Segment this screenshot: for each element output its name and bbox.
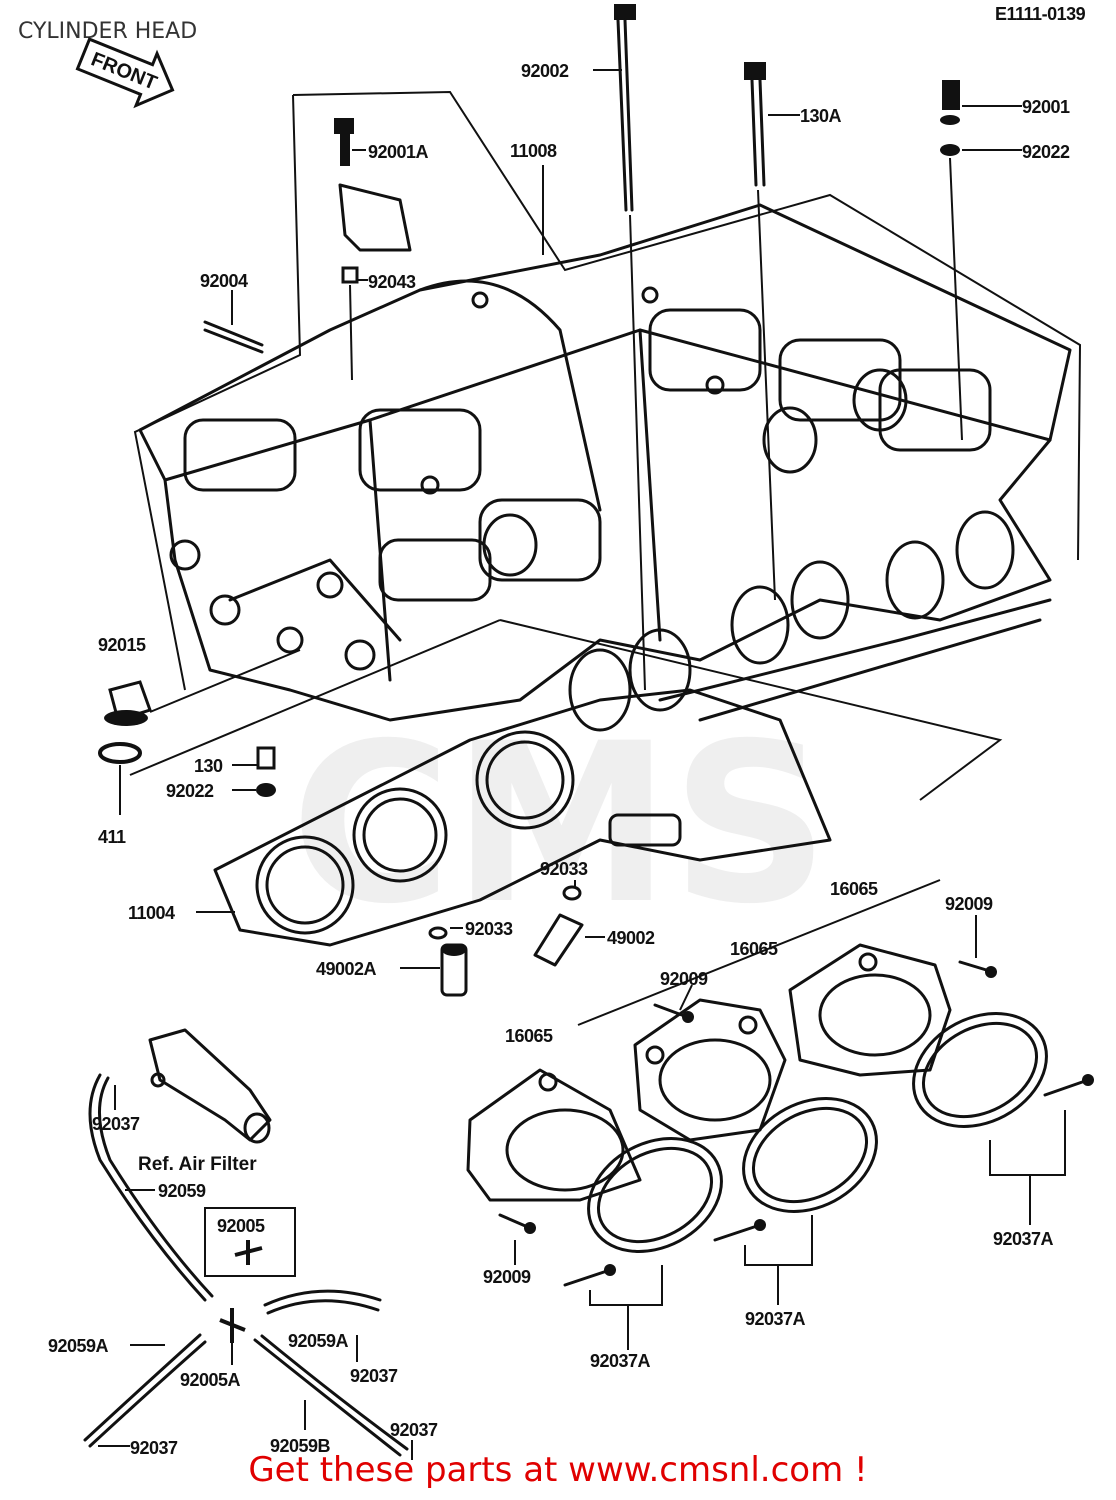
clamp-1 bbox=[587, 1137, 723, 1253]
label-92037-c: 92037 bbox=[130, 1438, 178, 1458]
part-labels: 92002 130A 92001 92022 92001A 11008 9204… bbox=[48, 61, 1071, 1458]
label-92001: 92001 bbox=[1022, 97, 1070, 117]
label-11008: 11008 bbox=[510, 141, 557, 161]
screws bbox=[498, 960, 1094, 1287]
head-assembly-frame bbox=[133, 90, 1082, 691]
stud-92004 bbox=[203, 320, 264, 354]
plug-92015 bbox=[98, 649, 301, 815]
page-title: CYLINDER HEAD bbox=[18, 19, 197, 44]
label-92037A-b: 92037A bbox=[745, 1309, 806, 1329]
hoses bbox=[83, 1073, 409, 1457]
long-bolt-92002 bbox=[614, 4, 646, 691]
cylinder-head bbox=[138, 203, 1072, 732]
label-92002: 92002 bbox=[521, 61, 569, 81]
label-92037A-a: 92037A bbox=[590, 1351, 651, 1371]
leader-lines bbox=[98, 69, 1066, 1460]
dowel-49002 bbox=[533, 885, 584, 967]
clamp-3 bbox=[912, 1012, 1048, 1128]
label-92033-a: 92033 bbox=[540, 859, 588, 879]
long-bolt-130A bbox=[744, 62, 776, 601]
inlet-holder-mid bbox=[633, 998, 787, 1142]
label-92059A-right: 92059A bbox=[288, 1331, 349, 1351]
label-92009-c: 92009 bbox=[483, 1267, 531, 1287]
label-92043: 92043 bbox=[368, 272, 416, 292]
fitting-92005-box bbox=[204, 1207, 296, 1277]
label-92059: 92059 bbox=[158, 1181, 206, 1201]
ref-air-filter-label: Ref. Air Filter bbox=[138, 1154, 257, 1175]
label-92059B: 92059B bbox=[270, 1436, 331, 1456]
label-92037-b: 92037 bbox=[350, 1366, 398, 1386]
label-16065-b: 16065 bbox=[730, 939, 778, 959]
watermark: CMS bbox=[291, 696, 830, 952]
dowel-49002A bbox=[428, 926, 468, 997]
clamp-2 bbox=[742, 1097, 878, 1213]
label-92009-a: 92009 bbox=[945, 894, 993, 914]
inlet-holder-right bbox=[788, 943, 952, 1077]
label-130A: 130A bbox=[800, 106, 842, 126]
label-92022-top: 92022 bbox=[1022, 142, 1070, 162]
label-92001A: 92001A bbox=[368, 142, 429, 162]
label-16065-a: 16065 bbox=[830, 879, 878, 899]
label-92009-b: 92009 bbox=[660, 969, 708, 989]
label-49002A: 49002A bbox=[316, 959, 377, 979]
label-92037A-c: 92037A bbox=[993, 1229, 1054, 1249]
footer-link[interactable]: Get these parts at www.cmsnl.com ! bbox=[248, 1450, 868, 1490]
label-92005: 92005 bbox=[217, 1216, 265, 1236]
label-92005A: 92005A bbox=[180, 1370, 241, 1390]
label-92037-a: 92037 bbox=[92, 1114, 140, 1134]
bolt-92001A bbox=[334, 118, 412, 381]
head-gasket-11004 bbox=[213, 598, 1052, 947]
air-filter bbox=[148, 1028, 272, 1144]
bolt-92001 bbox=[940, 80, 963, 441]
label-49002: 49002 bbox=[607, 928, 655, 948]
label-92022: 92022 bbox=[166, 781, 214, 801]
label-16065-c: 16065 bbox=[505, 1026, 553, 1046]
label-11004: 11004 bbox=[128, 903, 175, 923]
diagram-code: E1111-0139 bbox=[995, 4, 1086, 24]
inlet-frame bbox=[577, 879, 941, 1026]
inlet-holder-left bbox=[466, 1068, 642, 1202]
label-92004: 92004 bbox=[200, 271, 248, 291]
label-411: 411 bbox=[98, 827, 126, 847]
label-130: 130 bbox=[194, 756, 223, 776]
bolt-130 bbox=[256, 746, 276, 797]
label-92033-b: 92033 bbox=[465, 919, 513, 939]
label-92037-d: 92037 bbox=[390, 1420, 438, 1440]
label-92015: 92015 bbox=[98, 635, 146, 655]
label-92059A-left: 92059A bbox=[48, 1336, 109, 1356]
